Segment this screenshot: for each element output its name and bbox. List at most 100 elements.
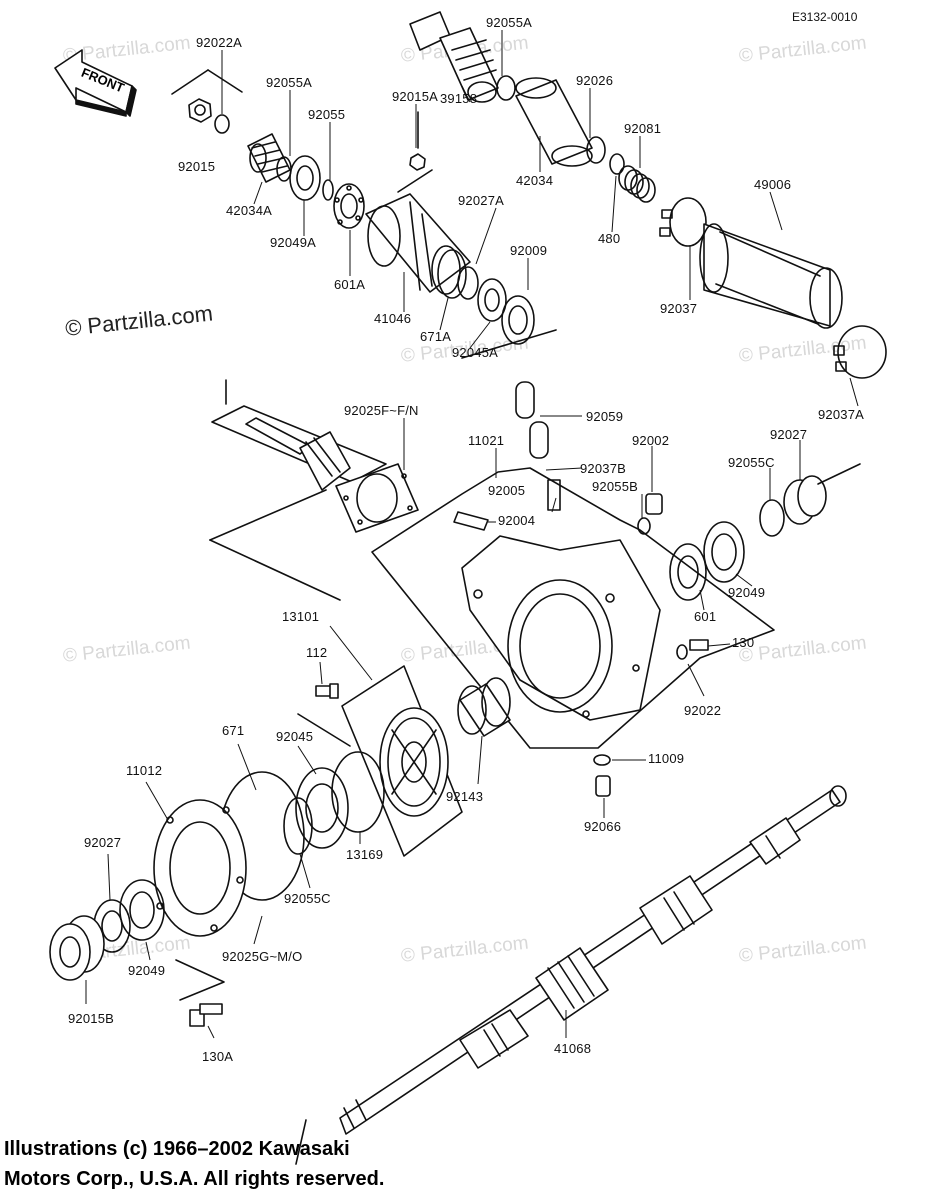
- part-label[interactable]: 92004: [498, 513, 536, 528]
- footer-line-2: Motors Corp., U.S.A. All rights reserved…: [4, 1168, 385, 1190]
- part-label[interactable]: 13169: [346, 847, 384, 862]
- part-label[interactable]: 92002: [632, 433, 670, 448]
- pinion-shaft: [245, 417, 351, 491]
- part-label[interactable]: 112: [306, 645, 328, 660]
- part-label[interactable]: 42034A: [226, 203, 273, 218]
- part-label[interactable]: 11009: [648, 751, 685, 766]
- nut-92015B: [49, 915, 105, 981]
- part-label[interactable]: 92037A: [818, 407, 865, 422]
- part-label[interactable]: 480: [598, 231, 621, 246]
- part-label[interactable]: 601: [694, 609, 717, 624]
- part-label[interactable]: 92143: [446, 789, 484, 804]
- part-label[interactable]: 92037B: [580, 461, 627, 476]
- oil-seal-92049A: [289, 155, 321, 201]
- part-label[interactable]: 13101: [282, 609, 320, 624]
- part-label[interactable]: 92045A: [452, 345, 499, 360]
- part-label[interactable]: 92055B: [592, 479, 639, 494]
- bearing-92143: [457, 677, 511, 737]
- part-label[interactable]: 92005: [488, 483, 526, 498]
- bolt-130: [689, 639, 709, 651]
- part-label[interactable]: 92066: [584, 819, 622, 834]
- part-label[interactable]: 92059: [586, 409, 624, 424]
- front-arrow-icon: [54, 49, 137, 117]
- sleeve-42034: [515, 77, 593, 167]
- part-label[interactable]: 92055A: [266, 75, 313, 90]
- ring-gear-13101: [379, 707, 449, 817]
- part-label[interactable]: 92055: [308, 107, 346, 122]
- boot-49006: [699, 223, 843, 329]
- part-label[interactable]: 92026: [576, 73, 614, 88]
- spring-92081: [618, 165, 656, 203]
- bearing-601A: [333, 183, 365, 229]
- part-label[interactable]: 130A: [202, 1049, 234, 1064]
- part-label[interactable]: 41068: [554, 1041, 592, 1056]
- diagram-code: E3132-0010: [792, 10, 858, 24]
- part-label[interactable]: 41046: [374, 311, 412, 326]
- seal-92049: [703, 521, 745, 583]
- washer-92022: [676, 644, 688, 660]
- bearing-601: [669, 543, 707, 601]
- gear-42034A: [247, 133, 291, 183]
- part-label[interactable]: 92015A: [392, 89, 439, 104]
- spacer-92027A: [457, 266, 479, 300]
- plug-92002: [645, 493, 663, 515]
- universal-joint-39158: [409, 11, 499, 103]
- part-label[interactable]: 92027A: [458, 193, 505, 208]
- part-label[interactable]: 39158: [440, 91, 478, 106]
- nut-92015: [188, 98, 212, 123]
- cover-11012: [153, 799, 247, 937]
- part-label[interactable]: 49006: [754, 177, 792, 192]
- part-label[interactable]: 92049: [128, 963, 166, 978]
- bolt-112: [315, 683, 339, 699]
- oring-92055C: [759, 499, 785, 537]
- oring-92055C: [283, 797, 313, 855]
- circlip-92026: [586, 136, 606, 164]
- part-label[interactable]: 92055C: [728, 455, 775, 470]
- part-label[interactable]: 11021: [468, 433, 505, 448]
- oring-92055: [322, 179, 334, 201]
- bolt-130A: [189, 1003, 223, 1027]
- part-label[interactable]: 92025F~F/N: [344, 403, 419, 418]
- part-label[interactable]: 92049A: [270, 235, 317, 250]
- bearing-92045: [295, 767, 349, 849]
- seal-92049-rear: [119, 879, 165, 941]
- gasket-92025F: [335, 463, 419, 533]
- part-label[interactable]: 92037: [660, 301, 698, 316]
- oring-92055B: [637, 517, 651, 535]
- part-label[interactable]: 92022: [684, 703, 722, 718]
- part-label[interactable]: 92015: [178, 159, 216, 174]
- oring-92055A: [496, 75, 516, 101]
- part-label[interactable]: 671: [222, 723, 245, 738]
- oring-671A: [437, 249, 467, 299]
- part-label[interactable]: 11012: [126, 763, 163, 778]
- gasket-11009: [593, 754, 611, 766]
- washer-92022A: [214, 114, 230, 134]
- part-label[interactable]: 92027: [770, 427, 808, 442]
- footer-line-1: Illustrations (c) 1966–2002 Kawasaki: [4, 1138, 350, 1160]
- stud-92004: [453, 511, 489, 531]
- part-label[interactable]: 671A: [420, 329, 452, 344]
- part-label[interactable]: 92045: [276, 729, 314, 744]
- part-label[interactable]: 92009: [510, 243, 548, 258]
- part-label[interactable]: 601A: [334, 277, 366, 292]
- seal-92009: [501, 295, 535, 345]
- part-label[interactable]: 92055A: [486, 15, 533, 30]
- part-label[interactable]: 92027: [84, 835, 122, 850]
- part-label[interactable]: 130: [732, 635, 755, 650]
- part-label[interactable]: 92025G~M/O: [222, 949, 303, 964]
- part-label[interactable]: 92022A: [196, 35, 243, 50]
- part-label[interactable]: 92055C: [284, 891, 331, 906]
- breather-92005: [547, 479, 561, 511]
- shim-13169: [331, 751, 385, 833]
- dowel-pin-92059: [515, 381, 549, 459]
- circlip-480: [609, 153, 625, 175]
- part-label[interactable]: 92015B: [68, 1011, 115, 1026]
- part-label[interactable]: 92081: [624, 121, 662, 136]
- part-label[interactable]: 92049: [728, 585, 766, 600]
- part-label[interactable]: 42034: [516, 173, 554, 188]
- housing-41046: [365, 193, 471, 295]
- clamp-92037: [659, 197, 707, 247]
- final-case-11021: [461, 535, 661, 721]
